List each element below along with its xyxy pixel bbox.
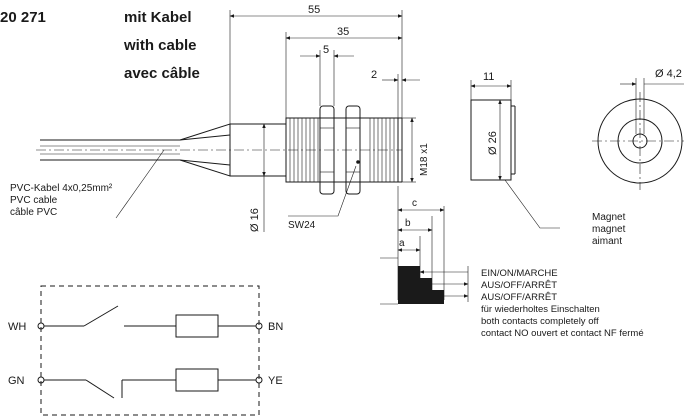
wire-wh: WH — [8, 321, 26, 333]
legend-line-3: AUS/OFF/ARRÊT — [481, 292, 557, 303]
magnet-diameter: Ø 26 — [487, 131, 499, 155]
legend-line-4: für wiederholtes Einschalten — [481, 304, 600, 315]
legend-line-5: both contacts completely off — [481, 316, 599, 327]
wire-gn: GN — [8, 375, 25, 387]
thread-hatching — [289, 118, 395, 182]
cable-label-3: câble PVC — [10, 207, 57, 218]
wire-ye: YE — [268, 375, 283, 387]
wiring-diagram — [37, 285, 263, 416]
title-en: with cable — [123, 37, 197, 54]
dim-thread: M18 x1 — [419, 143, 430, 176]
dim-2: 2 — [371, 69, 377, 81]
magnet-label-2: magnet — [592, 224, 626, 235]
dimension-lines — [229, 10, 420, 232]
dim-body-diameter: Ø 16 — [249, 208, 261, 232]
sensor-drawing — [36, 105, 403, 195]
wire-bn: BN — [268, 321, 283, 333]
magnet-label-1: Magnet — [592, 212, 626, 223]
dim-overall-length: 55 — [308, 4, 320, 16]
title-fr: avec câble — [124, 65, 200, 82]
magnet-thickness: 11 — [483, 71, 494, 83]
dim-c: c — [412, 198, 417, 209]
legend-line-1: EIN/ON/MARCHE — [481, 268, 558, 279]
magnet-side-view — [470, 80, 560, 229]
dim-a: a — [399, 238, 405, 249]
dim-thread-length: 35 — [337, 26, 349, 38]
cable-label-1: PVC-Kabel 4x0,25mm² — [10, 183, 113, 194]
dim-b: b — [405, 218, 411, 229]
switching-diagram — [380, 186, 469, 305]
dim-5: 5 — [323, 44, 329, 56]
legend-line-2: AUS/OFF/ARRÊT — [481, 280, 557, 291]
title-de: mit Kabel — [124, 9, 192, 26]
cable-label-2: PVC cable — [10, 195, 58, 206]
magnet-label-3: aimant — [592, 236, 622, 247]
wrench-size: SW24 — [288, 220, 316, 231]
part-number: 20 271 — [0, 9, 46, 26]
magnet-hole-diameter: Ø 4,2 — [655, 68, 682, 80]
magnet-front-view — [592, 78, 684, 190]
legend-line-6: contact NO ouvert et contact NF fermé — [481, 328, 644, 339]
